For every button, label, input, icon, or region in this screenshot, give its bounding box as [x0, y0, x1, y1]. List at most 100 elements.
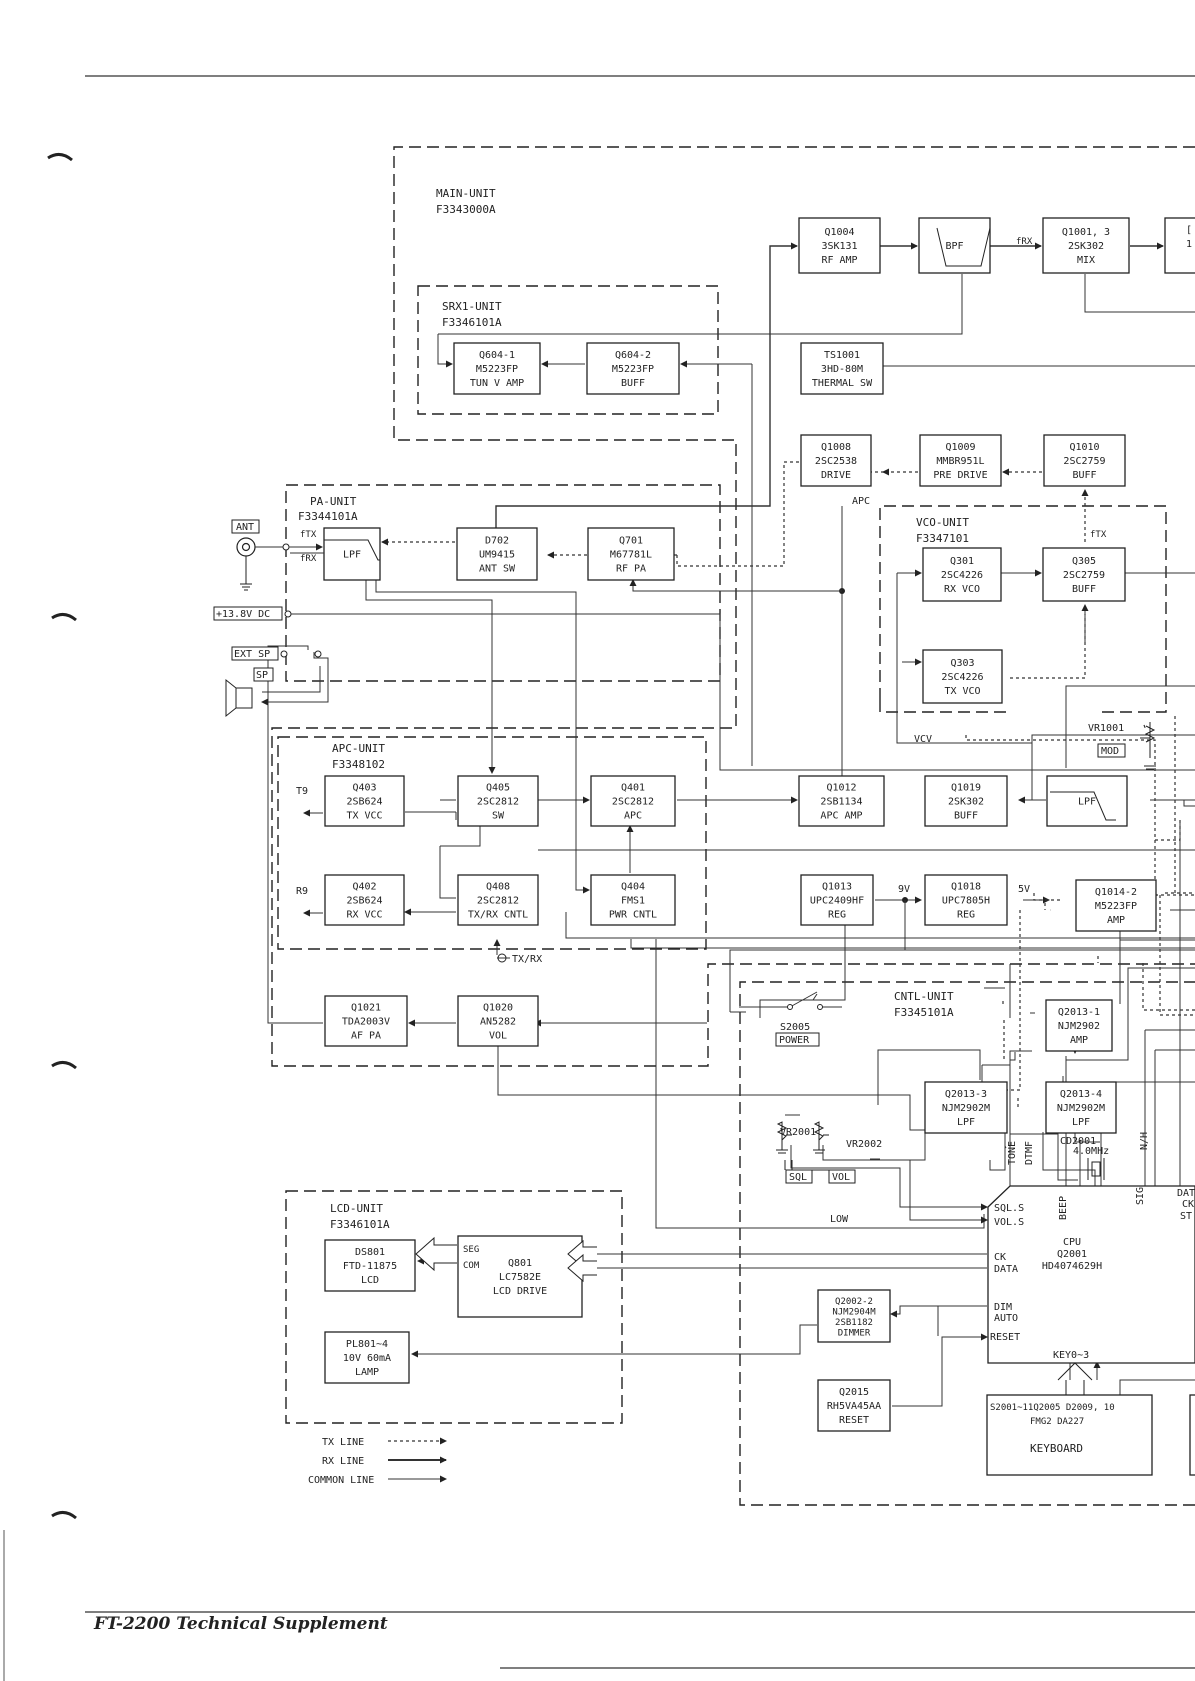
- line: [365, 580, 496, 774]
- mod-tag: [1097, 743, 1126, 758]
- cpu-pin: CK: [1182, 1199, 1194, 1210]
- block-text: MMBR951L: [936, 456, 984, 467]
- page-footer: FT-2200 Technical Supplement: [94, 1614, 388, 1634]
- block-text: Q2015: [839, 1387, 869, 1398]
- crystal-icon: [1087, 1158, 1105, 1180]
- cpu-name: CPU: [1063, 1237, 1081, 1248]
- apc-unit-code: F3348102: [332, 758, 385, 771]
- node: [284, 610, 292, 618]
- legend-rx: RX LINE: [322, 1456, 364, 1467]
- block-q1010: [1043, 434, 1126, 487]
- vco-unit-label: VCO-UNIT: [916, 516, 969, 529]
- crystal-freq: 4.0MHz: [1073, 1146, 1109, 1157]
- tx-line: [1142, 963, 1195, 1011]
- srx1-unit-label: SRX1-UNIT: [442, 300, 502, 313]
- block-q1012: [798, 775, 885, 827]
- line: [565, 912, 1195, 939]
- line: [630, 939, 1195, 949]
- block-text: 3SK131: [821, 241, 857, 252]
- block-q401: [590, 775, 676, 827]
- lcd-unit-label: LCD-UNIT: [330, 1202, 383, 1215]
- cpu-ref: Q2001: [1057, 1249, 1087, 1260]
- block-text: RF PA: [616, 564, 646, 575]
- line: [890, 1305, 987, 1318]
- block-text: RH5VA45AA: [827, 1401, 881, 1412]
- block-text: Q2013-3: [945, 1089, 987, 1100]
- block-q1019: [924, 775, 1008, 827]
- block-text: Q305: [1072, 556, 1096, 567]
- hole-mark: [51, 1061, 77, 1070]
- r9-label: R9: [296, 886, 308, 897]
- partial-block-text: [: [1186, 225, 1192, 236]
- block-text: Q401: [621, 783, 645, 794]
- block-q1009: [919, 434, 1002, 487]
- block-pl801: [324, 1331, 410, 1384]
- line: [440, 826, 481, 847]
- block-text: Q1010: [1069, 442, 1099, 453]
- srx1-unit-code: F3346101A: [442, 316, 502, 329]
- block-text: REG: [828, 910, 846, 921]
- block-text: NJM2902: [1058, 1021, 1100, 1032]
- block-text: DS801: [355, 1247, 385, 1258]
- txrx-terminal-icon: [497, 953, 507, 963]
- block-text: Q604-2: [615, 350, 651, 361]
- cpu-pin: SIG: [1135, 1187, 1146, 1205]
- vr2002-label: VR2002: [846, 1139, 882, 1150]
- tx-line: [676, 461, 799, 567]
- block-text: 2SB624: [346, 896, 382, 907]
- block-text: APC: [624, 811, 642, 822]
- block-q701: [587, 527, 675, 581]
- cpu-part: HD4074629H: [1042, 1261, 1102, 1272]
- line: [822, 1145, 988, 1224]
- cpu-pin: DIM: [994, 1302, 1012, 1313]
- block-text: AMP: [1070, 1035, 1088, 1046]
- vr1001-icon: [1140, 722, 1156, 770]
- main-unit-label: MAIN-UNIT: [436, 187, 496, 200]
- line: [439, 846, 456, 899]
- block-text: M5223FP: [612, 364, 654, 375]
- cpu-pin: BEEP: [1058, 1196, 1069, 1220]
- block-text: Q405: [486, 783, 510, 794]
- apc-label: APC: [852, 496, 870, 507]
- line: [1183, 800, 1195, 807]
- block-text: MIX: [1077, 255, 1095, 266]
- line: [1119, 1379, 1195, 1395]
- block-q402: [324, 874, 405, 926]
- block-text: Q2013-1: [1058, 1007, 1100, 1018]
- block-text: 2SC2812: [477, 797, 519, 808]
- block-text: M5223FP: [1095, 901, 1137, 912]
- block-text: BUFF: [1072, 584, 1096, 595]
- line: [812, 993, 818, 1001]
- tx-line: [1155, 820, 1181, 841]
- vco-unit-code: F3347101: [916, 532, 969, 545]
- lpf-symbol: [1050, 791, 1116, 821]
- tx-line: [1044, 899, 1060, 910]
- block-text: TDA2003V: [342, 1017, 390, 1028]
- block-text: SW: [492, 811, 505, 822]
- block-q604-1: [453, 342, 541, 395]
- block-text: RF AMP: [821, 255, 857, 266]
- line: [1065, 685, 1195, 768]
- main-unit-outline: [271, 146, 1195, 1067]
- block-text: 2SC2812: [612, 797, 654, 808]
- hole-mark: [51, 1511, 77, 1520]
- block-text: Q1019: [951, 783, 981, 794]
- block-text: UPC2409HF: [810, 896, 864, 907]
- line: [495, 242, 798, 555]
- line: [411, 1324, 817, 1358]
- vr2001-label: VR2001: [780, 1127, 816, 1138]
- tx-line: [1154, 894, 1195, 1016]
- block-ds801: [324, 1239, 416, 1292]
- block-text: TUN V AMP: [470, 378, 524, 389]
- block-text: Q303: [950, 658, 974, 669]
- t9-label: T9: [296, 786, 308, 797]
- vr2001-icon: [776, 1121, 792, 1154]
- block-text: Q402: [352, 882, 376, 893]
- block-text: ANT SW: [479, 564, 516, 575]
- block-q2013-3: [924, 1081, 1008, 1134]
- power-label: POWER: [779, 1035, 810, 1046]
- block-text: 2SC2538: [815, 456, 857, 467]
- block-text: BPF: [945, 241, 963, 252]
- line: [789, 991, 818, 1008]
- block-text: Q1021: [351, 1003, 381, 1014]
